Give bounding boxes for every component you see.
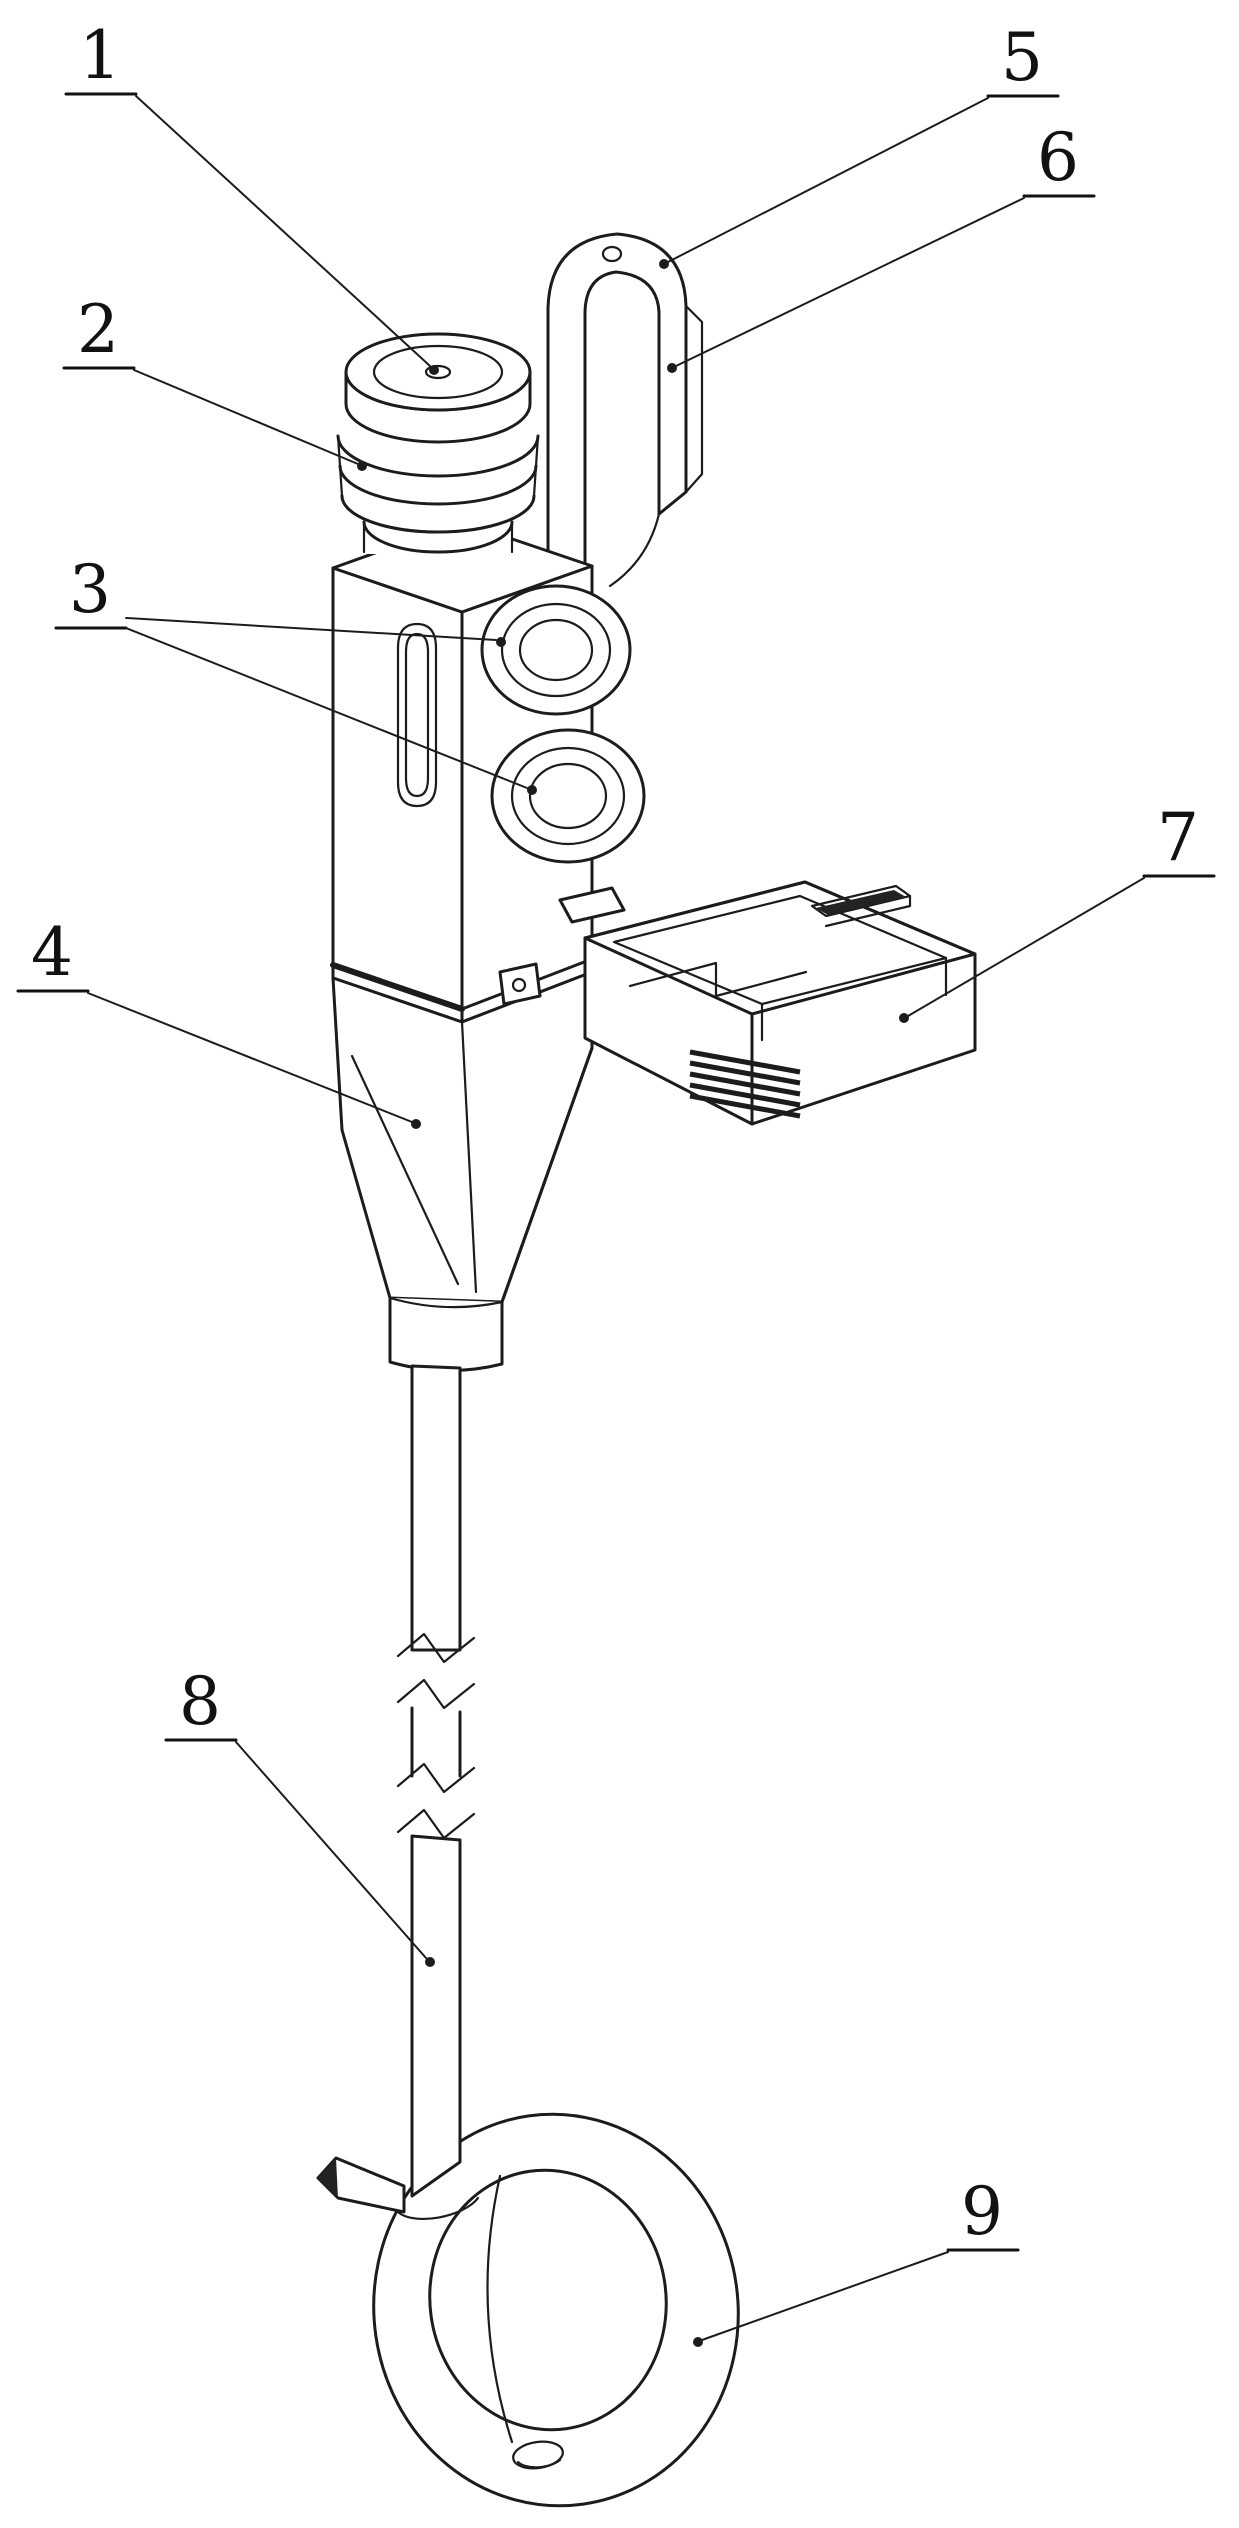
callout-8: 8 [164, 1663, 435, 1967]
callout-1-number: 1 [79, 17, 121, 94]
tray-bracket [498, 880, 977, 1126]
callouts: 1 2 3 4 5 [16, 17, 1216, 2347]
rollers [480, 584, 646, 864]
cap-knob [344, 332, 532, 444]
tray-rim [583, 880, 977, 1016]
callout-5-number: 5 [1001, 19, 1043, 96]
hook-lower-curve [608, 512, 661, 588]
tray-grill [689, 1049, 801, 1119]
callout-9: 9 [693, 2173, 1020, 2347]
shaft-ring-collar [396, 2196, 480, 2220]
callout-8-number: 8 [179, 1663, 221, 1740]
callout-3-number: 3 [69, 551, 111, 628]
hook-side-face [684, 304, 704, 494]
tray-outer [583, 880, 977, 1126]
break-2-upper [396, 1762, 476, 1794]
callout-3: 3 [54, 551, 537, 795]
ring-far-edge [486, 2174, 514, 2444]
prong-tip [318, 2158, 338, 2198]
callout-2-number: 2 [77, 291, 119, 368]
break-1-upper [396, 1632, 476, 1664]
upper-roller [480, 584, 632, 716]
callout-2: 2 [62, 291, 367, 471]
callout-6: 6 [667, 119, 1096, 373]
ring-inner [428, 2168, 668, 2432]
callout-1: 1 [64, 17, 439, 375]
callout-7-number: 7 [1157, 799, 1199, 876]
division-band [330, 962, 465, 1012]
callout-9-number: 9 [961, 2173, 1003, 2250]
shaft [396, 1364, 480, 2220]
hook-hole [601, 245, 623, 263]
shaft-segment-a [410, 1364, 462, 1652]
ribbed-collar [336, 410, 540, 554]
break-2-lower [396, 1808, 476, 1840]
neck [388, 1298, 504, 1373]
callout-4: 4 [16, 914, 421, 1129]
tray-mount [498, 886, 626, 1006]
shaft-segment-c [410, 1834, 462, 2198]
shaft-segment-b [410, 1706, 462, 1778]
tray-clip-tab [810, 884, 912, 928]
callout-6-number: 6 [1037, 119, 1079, 196]
break-1-lower [396, 1678, 476, 1710]
callout-7: 7 [899, 799, 1216, 1023]
lower-body [330, 957, 594, 1373]
callout-4-number: 4 [31, 914, 73, 991]
ring [372, 2112, 740, 2508]
tray-step [628, 961, 808, 998]
break-marks [396, 1632, 476, 1840]
side-prong [316, 2156, 406, 2214]
lower-roller [490, 728, 646, 864]
hook [546, 232, 704, 598]
callout-5: 5 [659, 19, 1060, 269]
